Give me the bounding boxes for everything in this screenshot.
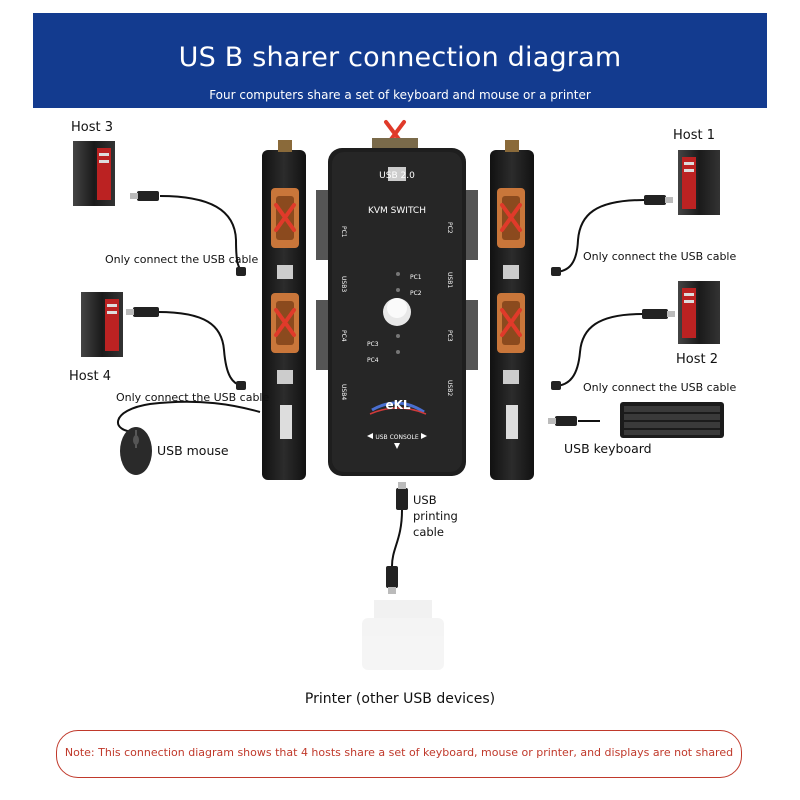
printing-cable-label: USB printing cable [413, 492, 458, 540]
printer-icon [362, 600, 444, 670]
host1-cable-label: Only connect the USB cable [583, 250, 737, 263]
led-pc4: PC4 [367, 357, 379, 364]
usb-plug-icon [133, 191, 668, 588]
host4-usb-cable [157, 311, 245, 387]
kvm-switch-front [316, 138, 478, 476]
printer-usb-cable [391, 509, 403, 567]
header-banner: US B sharer connection diagram Four comp… [33, 13, 767, 108]
switch-model-line1: USB 2.0 [379, 171, 415, 181]
printing-cable-line3: cable [413, 525, 444, 539]
host4-cable-label: Only connect the USB cable [116, 391, 270, 404]
led-pc1: PC1 [410, 274, 422, 281]
arrow-right-icon [421, 433, 427, 439]
printer-label: Printer (other USB devices) [304, 691, 496, 707]
note-text: Note: This connection diagram shows that… [64, 746, 734, 759]
host4-label: Host 4 [69, 369, 112, 384]
note-box: Note: This connection diagram shows that… [56, 730, 742, 778]
port-label-pc2-right: PC3 [446, 330, 453, 342]
host3-label: Host 3 [71, 120, 114, 135]
host4-tower-icon [81, 292, 123, 357]
port-label-pc1-right: PC2 [446, 222, 453, 234]
port-label-pc1-left: PC1 [340, 226, 347, 238]
port-label-usb1: USB1 [446, 272, 453, 288]
host1-tower-icon [678, 150, 720, 215]
arrow-left-icon [367, 433, 373, 439]
host3-cable-label: Only connect the USB cable [105, 253, 259, 266]
port-label-usb4: USB4 [340, 384, 347, 400]
port-label-usb3: USB3 [340, 276, 347, 292]
led-pc2: PC2 [410, 290, 422, 297]
led-pc3: PC3 [367, 341, 379, 348]
host2-tower-icon [678, 281, 720, 344]
switch-left-side [262, 140, 306, 480]
mouse-label: USB mouse [157, 443, 229, 458]
host1-label: Host 1 [673, 128, 716, 143]
host2-label: Host 2 [676, 352, 719, 367]
printing-cable-line2: printing [413, 509, 458, 523]
brand-logo: eKL [385, 398, 410, 412]
diagram-title: US B sharer connection diagram [178, 42, 622, 73]
arrow-down-icon [394, 443, 400, 449]
diagram-subtitle: Four computers share a set of keyboard a… [209, 88, 591, 102]
printing-cable-line1: USB [413, 493, 437, 507]
mouse-usb-cable [117, 400, 261, 433]
port-label-pc4-left: PC4 [340, 330, 347, 342]
keyboard-label: USB keyboard [564, 441, 652, 456]
host2-cable-label: Only connect the USB cable [583, 381, 737, 394]
usb-console-label: USB CONSOLE [375, 434, 418, 441]
switch-right-side [490, 140, 534, 480]
host3-tower-icon [73, 141, 115, 206]
host2-usb-cable [553, 313, 643, 387]
mouse-icon [120, 427, 152, 475]
port-label-usb2: USB2 [446, 380, 453, 396]
switch-model-line2: KVM SWITCH [368, 206, 426, 216]
host1-usb-cable [553, 199, 645, 273]
keyboard-icon [620, 402, 724, 438]
